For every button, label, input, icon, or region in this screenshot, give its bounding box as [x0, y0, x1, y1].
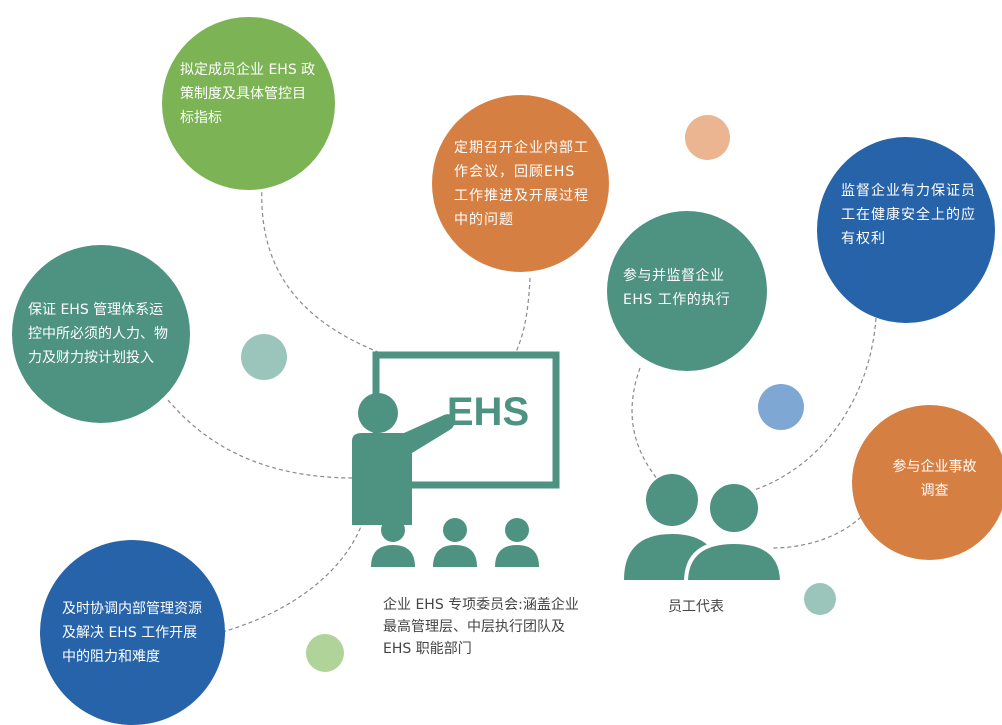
- staff-caption-text: 员工代表: [668, 599, 724, 615]
- bubble-investigate-text: 参与企业事故调查: [892, 458, 977, 499]
- committee-caption: 企业 EHS 专项委员会:涵盖企业最高管理层、中层执行团队及 EHS 职能部门: [383, 594, 583, 660]
- decor-dot-green: [306, 634, 344, 672]
- board-label: EHS: [447, 390, 529, 434]
- bubble-rights: 监督企业有力保证员工在健康安全上的应有权利: [817, 137, 995, 323]
- link-resources: [167, 399, 355, 479]
- bubble-supervise: 参与并监督企业 EHS 工作的执行: [607, 211, 767, 371]
- decor-dot-lightteal: [804, 583, 836, 615]
- link-policy: [261, 184, 379, 353]
- link-investigate: [771, 511, 867, 549]
- bubble-coordinate-text: 及时协调内部管理资源及解决 EHS 工作开展中的阻力和难度: [62, 600, 202, 665]
- committee-illustration: EHS: [352, 351, 560, 567]
- bubble-rights-text: 监督企业有力保证员工在健康安全上的应有权利: [841, 183, 976, 247]
- staff-caption: 员工代表: [668, 596, 768, 618]
- bubble-policy-text: 拟定成员企业 EHS 政策制度及具体管控目标指标: [180, 61, 316, 126]
- link-supervise: [631, 367, 666, 489]
- decor-dot-teal: [241, 334, 287, 380]
- teacher-icon: [352, 393, 455, 525]
- link-meeting: [515, 277, 531, 353]
- decor-dot-orange: [685, 115, 730, 160]
- committee-caption-text: 企业 EHS 专项委员会:涵盖企业最高管理层、中层执行团队及 EHS 职能部门: [383, 597, 579, 657]
- bubble-meeting-text: 定期召开企业内部工作会议，回顾EHS 工作推进及开展过程中的问题: [454, 139, 589, 228]
- bubble-investigate: 参与企业事故调查: [852, 405, 1002, 560]
- decor-dot-blue: [758, 384, 804, 430]
- employee-group-icon: [624, 474, 785, 583]
- bubble-meeting: 定期召开企业内部工作会议，回顾EHS 工作推进及开展过程中的问题: [432, 95, 609, 272]
- bubble-supervise-text: 参与并监督企业 EHS 工作的执行: [623, 268, 731, 308]
- bubble-resources-text: 保证 EHS 管理体系运控中所必须的人力、物力及财力按计划投入: [28, 302, 168, 366]
- audience-icon: [371, 518, 539, 567]
- bubble-coordinate: 及时协调内部管理资源及解决 EHS 工作开展中的阻力和难度: [40, 540, 225, 725]
- link-rights: [747, 317, 877, 493]
- bubble-policy: 拟定成员企业 EHS 政策制度及具体管控目标指标: [162, 17, 335, 190]
- bubble-resources: 保证 EHS 管理体系运控中所必须的人力、物力及财力按计划投入: [12, 245, 190, 423]
